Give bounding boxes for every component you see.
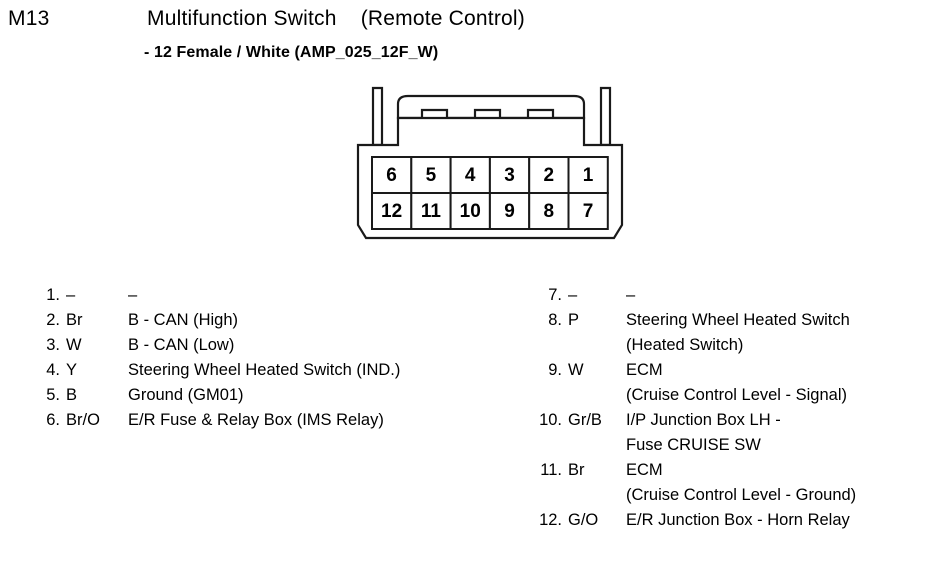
pin-cell	[488, 156, 531, 194]
pin-description: ECM	[626, 461, 663, 479]
pin-row: 6. Br/O E/R Fuse & Relay Box (IMS Relay)	[16, 408, 506, 433]
pin-index: 6.	[46, 411, 60, 429]
pin-description: –	[626, 286, 636, 304]
connector-code: M13	[8, 7, 50, 30]
pin-row: 12. G/O E/R Junction Box - Horn Relay	[510, 508, 944, 533]
pin-description: E/R Junction Box - Horn Relay	[626, 511, 850, 529]
pin-description-continuation: (Cruise Control Level - Signal)	[626, 386, 848, 404]
connector-diagram: 6 5 4 3 2 1 12 11 10 9 8 7	[350, 82, 634, 248]
pin-wire-color: B	[66, 386, 78, 404]
pin-cell	[449, 192, 491, 230]
pin-cell	[528, 156, 570, 194]
pin-number: 3	[504, 165, 515, 186]
pin-wire-color: Br	[66, 311, 83, 329]
pin-description: B - CAN (Low)	[128, 336, 235, 354]
pin-number: 11	[421, 201, 442, 222]
pin-row: 2. Br B - CAN (High)	[16, 308, 506, 333]
page-title: Multifunction Switch (Remote Control)	[147, 7, 525, 30]
pin-description-continuation: Fuse CRUISE SW	[626, 436, 761, 454]
pin-wire-color: W	[66, 336, 82, 354]
pin-row: 9. W ECM (Cruise Control Level - Signal)	[510, 358, 944, 408]
pin-cell	[371, 192, 413, 230]
pin-index: 4.	[46, 361, 60, 379]
pin-number: 9	[504, 201, 515, 222]
pin-row: 3. W B - CAN (Low)	[16, 333, 506, 358]
pin-numbers-bottom: 12 11 10 9 8 7	[381, 201, 593, 222]
connector-post-right	[599, 86, 612, 147]
pin-index: 9.	[548, 361, 562, 379]
pin-wire-color: Br/O	[66, 411, 100, 429]
pin-row: 4. Y Steering Wheel Heated Switch (IND.)	[16, 358, 506, 383]
pin-description-continuation: (Heated Switch)	[626, 336, 744, 354]
pin-wire-color: G/O	[568, 511, 599, 529]
pin-grid	[371, 156, 609, 230]
pin-row: 5. B Ground (GM01)	[16, 383, 506, 408]
pin-index: 7.	[548, 286, 562, 304]
connector-latch	[396, 94, 586, 120]
pin-cell	[567, 156, 609, 194]
pin-cell	[410, 192, 452, 230]
pin-description: ECM	[626, 361, 663, 379]
pin-wire-color: –	[66, 286, 76, 304]
pin-index: 12.	[539, 511, 562, 529]
pin-cell	[410, 156, 452, 194]
pin-index: 2.	[46, 311, 60, 329]
pin-row: 11. Br ECM (Cruise Control Level - Ground)	[510, 458, 944, 508]
pin-wire-color: W	[568, 361, 584, 379]
pin-number: 1	[583, 165, 594, 186]
pin-index: 5.	[46, 386, 60, 404]
pin-wire-color: –	[568, 286, 578, 304]
pin-description: B - CAN (High)	[128, 311, 239, 329]
pin-wire-color: Br	[568, 461, 585, 479]
pin-row: 7.––	[510, 283, 944, 308]
pin-description: –	[128, 286, 138, 304]
pin-number: 2	[544, 165, 555, 186]
pin-row: 10. Gr/B I/P Junction Box LH - Fuse CRUISE …	[510, 408, 944, 458]
pin-numbers-top: 6 5 4 3 2 1	[386, 165, 593, 186]
pin-description: Steering Wheel Heated Switch (IND.)	[128, 361, 401, 379]
pin-row: 8. P Steering Wheel Heated Switch (Heated S…	[510, 308, 944, 358]
pin-wire-color: Gr/B	[568, 411, 602, 429]
pin-description-continuation: (Cruise Control Level - Ground)	[626, 486, 857, 504]
pin-index: 10.	[539, 411, 562, 429]
pin-index: 11.	[540, 461, 562, 479]
pin-description: Ground (GM01)	[128, 386, 244, 404]
pin-number: 7	[583, 201, 594, 222]
pin-description: I/P Junction Box LH -	[626, 411, 781, 429]
pin-number: 10	[460, 201, 481, 222]
pin-number: 5	[426, 165, 437, 186]
pin-description: Steering Wheel Heated Switch	[626, 311, 850, 329]
pin-cell	[567, 192, 609, 230]
pin-index: 3.	[46, 336, 60, 354]
pin-index: 8.	[548, 311, 562, 329]
connector-subtitle: - 12 Female / White (AMP_025_12F_W)	[144, 44, 439, 61]
pin-wire-color: P	[568, 311, 580, 329]
pin-number: 6	[386, 165, 397, 186]
pin-index: 1.	[46, 286, 60, 304]
pin-number: 8	[544, 201, 555, 222]
pin-cell	[488, 192, 531, 230]
pin-number: 4	[465, 165, 476, 186]
pin-row: 1.––	[16, 283, 506, 308]
pin-cell	[528, 192, 570, 230]
connector-post-left	[371, 86, 384, 147]
pin-number: 12	[381, 201, 402, 222]
pin-description: E/R Fuse & Relay Box (IMS Relay)	[128, 411, 384, 429]
pin-wire-color: Y	[66, 361, 78, 379]
